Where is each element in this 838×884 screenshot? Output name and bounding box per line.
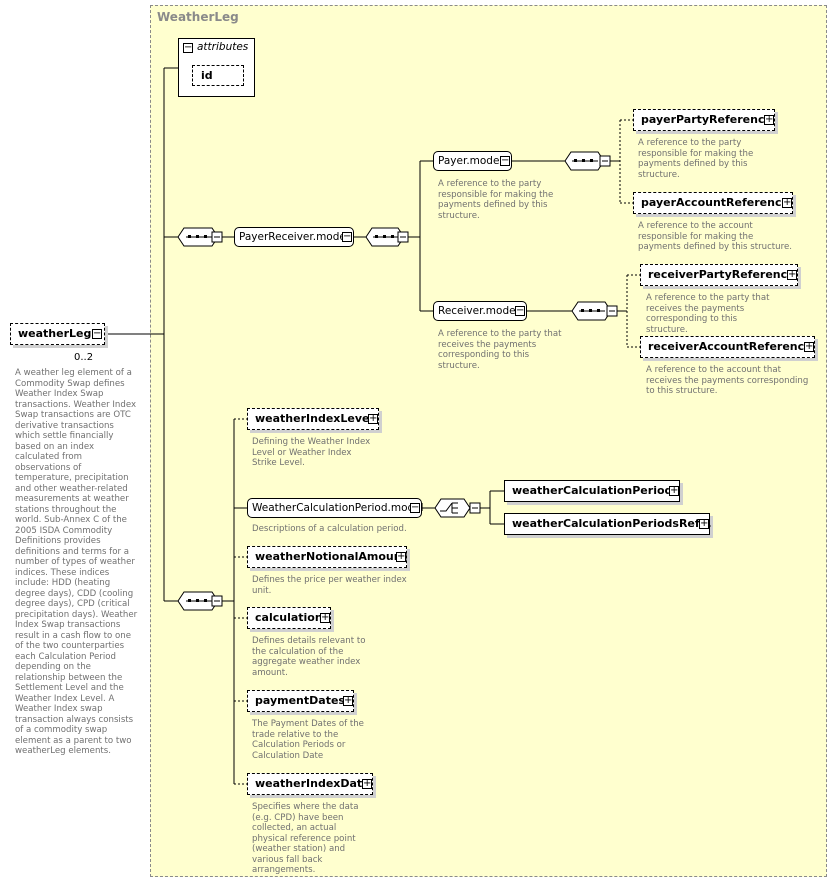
payer-model-label: Payer.model [438,155,503,167]
receiver-account-reference-label: receiverAccountReference [648,340,812,353]
payerreceiver-model-group[interactable]: PayerReceiver.model − [234,227,354,247]
expand-icon[interactable]: + [396,551,406,562]
payment-dates-description: The Payment Dates of the trade relative … [252,719,364,761]
expand-icon[interactable]: + [362,778,372,789]
weather-calculation-period-model-group[interactable]: WeatherCalculationPeriod.model − [247,498,424,518]
weather-notional-amount-label: weatherNotionalAmount [255,550,407,563]
choice-compositor[interactable] [434,498,481,518]
receiver-account-reference-description: A reference to the account that receives… [646,365,809,396]
payer-party-reference-description: A reference to the party responsible for… [638,138,754,180]
collapse-icon[interactable]: − [500,155,510,166]
expand-icon[interactable]: + [320,612,330,623]
payer-account-reference-label: payerAccountReference [641,196,789,209]
receiver-party-reference-label: receiverPartyReference [648,268,795,281]
receiver-party-reference-description: A reference to the party that receives t… [646,293,770,335]
expand-icon[interactable]: + [804,341,814,352]
expand-icon[interactable]: + [699,518,709,529]
weather-index-level[interactable]: weatherIndexLevel + [247,408,379,430]
receiver-model-label: Receiver.model [438,305,519,317]
payment-dates[interactable]: paymentDates + [247,690,354,712]
weather-notional-amount[interactable]: weatherNotionalAmount + [247,546,407,568]
weather-index-data[interactable]: weatherIndexData + [247,773,373,795]
attributes-label: attributes [197,41,249,53]
expand-icon[interactable]: + [764,114,774,125]
root-description: A weather leg element of a Commodity Swa… [15,368,138,756]
payment-dates-label: paymentDates [255,694,345,707]
calculation-description: Defines details relevant to the calculat… [252,636,366,678]
sequence-compositor-weatherleg[interactable] [177,591,223,611]
receiver-party-reference[interactable]: receiverPartyReference + [640,264,798,286]
root-label: weatherLeg [18,327,92,340]
receiver-model-description: A reference to the party that receives t… [438,329,562,371]
payer-model-description: A reference to the party responsible for… [438,179,554,221]
weather-notional-amount-description: Defines the price per weather index unit… [252,575,407,596]
calculation[interactable]: calculation + [247,607,331,629]
sequence-compositor-payer[interactable] [564,151,611,171]
payer-party-reference[interactable]: payerPartyReference + [633,109,775,131]
root-element-weatherleg[interactable]: weatherLeg − [10,323,105,345]
collapse-icon[interactable]: − [410,502,420,513]
weather-calculation-period-model-description: Descriptions of a calculation period. [252,524,407,534]
attribute-id[interactable]: id [192,65,244,86]
root-occurrence: 0..2 [74,352,94,363]
region-title: WeatherLeg [157,10,239,24]
expand-icon[interactable]: + [368,413,378,424]
payerreceiver-model-label: PayerReceiver.model [239,231,349,243]
weather-calculation-periods-reference-label: weatherCalculationPeriodsRef... [512,517,712,530]
receiver-model-group[interactable]: Receiver.model − [433,301,527,321]
weatherleg-type-region [150,5,827,877]
calculation-label: calculation [255,611,323,624]
expand-icon[interactable]: + [782,197,792,208]
weather-calculation-period-model-label: WeatherCalculationPeriod.model [252,502,424,514]
receiver-account-reference[interactable]: receiverAccountReference + [640,336,815,358]
weather-index-level-label: weatherIndexLevel [255,412,374,425]
payer-party-reference-label: payerPartyReference [641,113,772,126]
sequence-compositor-2[interactable] [365,227,409,247]
weather-calculation-periods-label: weatherCalculationPeriods [512,484,679,497]
weather-calculation-periods[interactable]: weatherCalculationPeriods + [504,480,680,502]
expand-icon[interactable]: + [343,695,353,706]
payer-account-reference[interactable]: payerAccountReference + [633,192,793,214]
collapse-icon[interactable]: − [515,305,525,316]
weather-calculation-periods-reference[interactable]: weatherCalculationPeriodsRef... + [504,513,712,535]
collapse-icon[interactable]: − [183,42,193,53]
weather-index-level-description: Defining the Weather Index Level or Weat… [252,437,371,468]
expand-icon[interactable]: + [669,485,679,496]
expand-icon[interactable]: + [787,269,797,280]
payer-model-group[interactable]: Payer.model − [433,151,512,171]
collapse-icon[interactable]: − [92,328,102,339]
weather-index-data-description: Specifies where the data (e.g. CPD) have… [252,802,359,875]
weather-index-data-label: weatherIndexData [255,777,370,790]
collapse-icon[interactable]: − [342,231,352,242]
sequence-compositor-1[interactable] [177,227,223,247]
sequence-compositor-receiver[interactable] [571,301,618,321]
payer-account-reference-description: A reference to the account responsible f… [638,221,792,252]
